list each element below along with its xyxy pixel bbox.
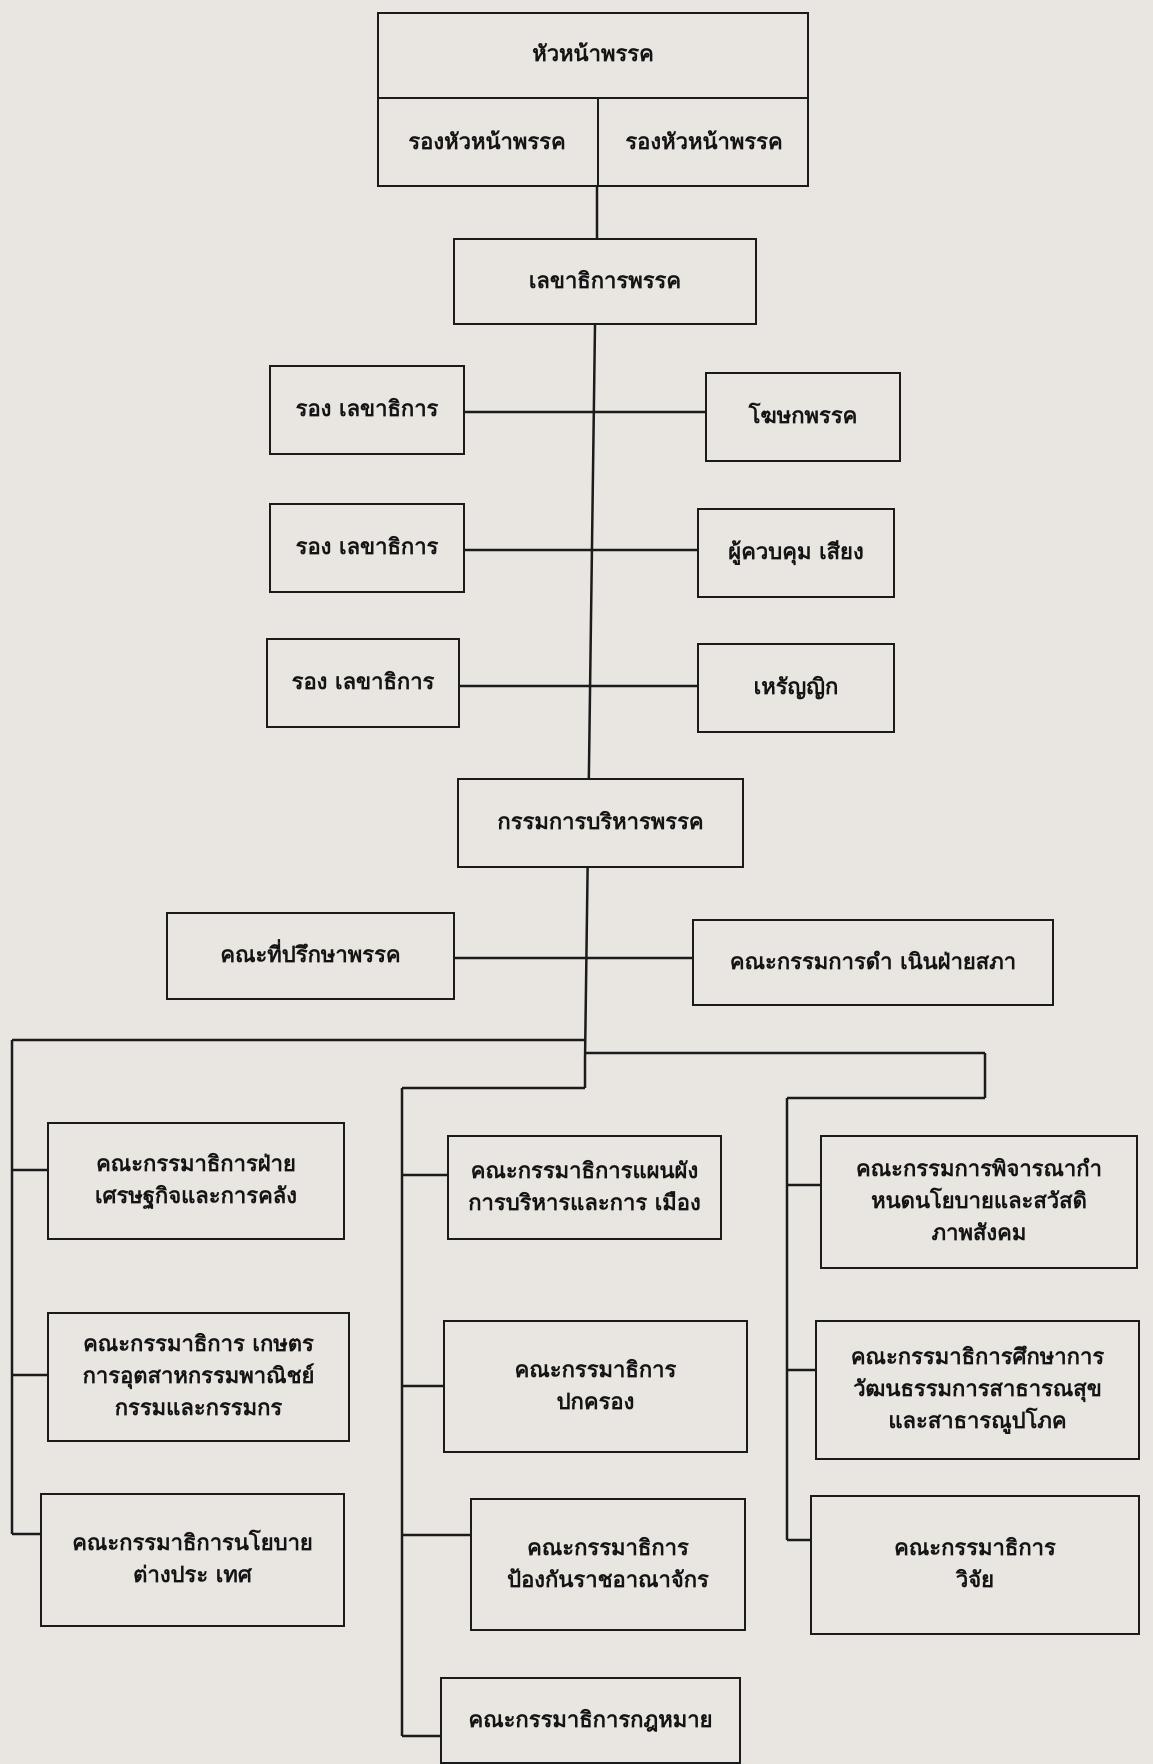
committee-foreign-policy: คณะกรรมาธิการนโยบาย ต่างประ เทศ: [40, 1493, 345, 1627]
whip-box: ผู้ควบคุม เสียง: [697, 508, 895, 598]
party-head-label: หัวหน้าพรรค: [532, 41, 654, 67]
committee-governance: คณะกรรมาธิการ ปกครอง: [443, 1320, 748, 1453]
committee-planning-administration: คณะกรรมาธิการแผนผัง การบริหารและการ เมือ…: [447, 1135, 722, 1240]
leadership-divider-v: [597, 97, 599, 187]
committee-education-culture-health: คณะกรรมาธิการศึกษาการ วัฒนธรรมการสาธารณส…: [815, 1320, 1140, 1460]
committee-research: คณะกรรมาธิการ วิจัย: [810, 1495, 1140, 1635]
parliamentary-committee-box: คณะกรรมการดำ เนินฝ่ายสภา: [692, 919, 1054, 1006]
committee-social-welfare: คณะกรรมการพิจารณากำ หนดนโยบายและสวัสดิ ภ…: [820, 1135, 1138, 1269]
committee-agriculture-industry: คณะกรรมาธิการ เกษตร การอุตสาหกรรมพาณิชย์…: [47, 1312, 350, 1442]
leadership-box: [377, 12, 809, 187]
spokesperson-box: โฆษกพรรค: [705, 372, 901, 462]
deputy-head-1-label: รองหัวหน้าพรรค: [408, 130, 566, 156]
treasurer-box: เหรัญญิก: [697, 643, 895, 733]
committee-law: คณะกรรมาธิการกฎหมาย: [440, 1677, 741, 1764]
executive-committee-box: กรรมการบริหารพรรค: [457, 778, 744, 868]
advisory-board-box: คณะที่ปรึกษาพรรค: [166, 912, 455, 1000]
committee-economy-finance: คณะกรรมาธิการฝ่าย เศรษฐกิจและการคลัง: [47, 1122, 345, 1240]
deputy-secretary-2-box: รอง เลขาธิการ: [269, 503, 465, 593]
deputy-secretary-3-box: รอง เลขาธิการ: [266, 638, 460, 728]
deputy-head-2-label: รองหัวหน้าพรรค: [625, 130, 783, 156]
leadership-divider-h: [377, 97, 809, 99]
committee-national-defense: คณะกรรมาธิการ ป้องกันราชอาณาจักร: [470, 1498, 746, 1631]
deputy-secretary-1-box: รอง เลขาธิการ: [269, 365, 465, 455]
secretary-general-box: เลขาธิการพรรค: [453, 238, 757, 325]
